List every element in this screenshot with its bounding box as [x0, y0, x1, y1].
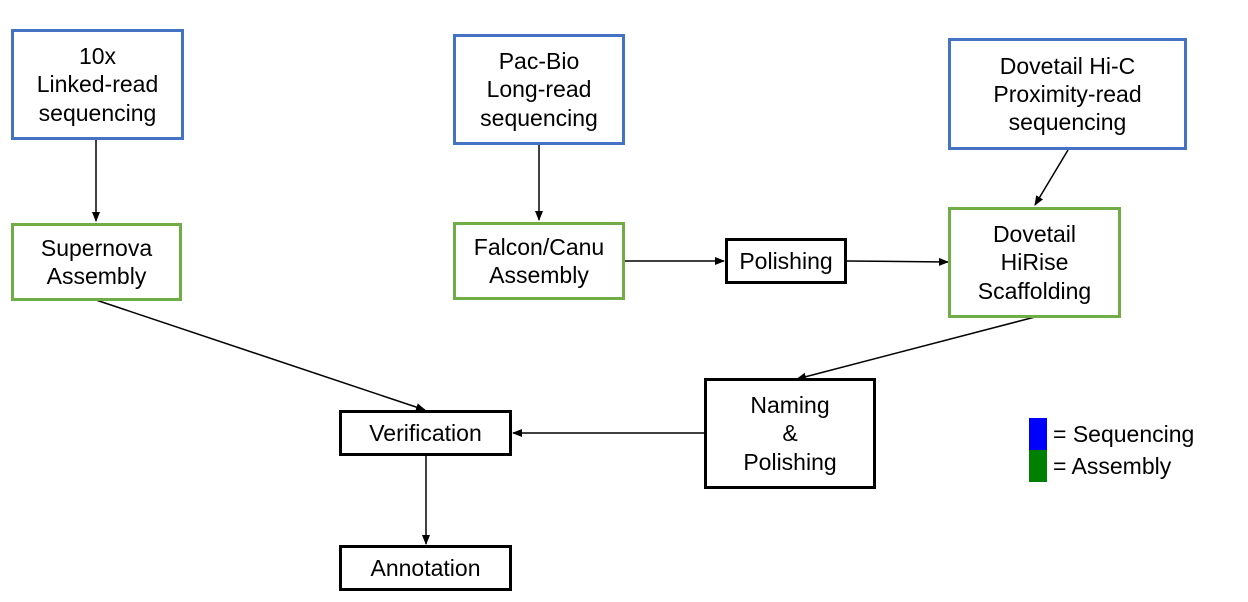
legend-sequencing-label: = Sequencing — [1053, 420, 1195, 447]
hic-sequencing-box: Dovetail Hi-C Proximity-read sequencing — [948, 38, 1187, 150]
arrow-hirise-to-naming — [796, 316, 1036, 381]
long-read-sequencing-box: Pac-Bio Long-read sequencing — [453, 34, 625, 145]
legend-assembly-label: = Assembly — [1053, 452, 1172, 479]
legend-assembly-swatch — [1029, 450, 1047, 482]
polishing-box: Polishing — [725, 238, 847, 284]
naming-polishing-box: Naming & Polishing — [704, 378, 876, 489]
falcon-canu-assembly-box: Falcon/Canu Assembly — [453, 222, 625, 300]
arrow-supernova-to-verification — [95, 299, 426, 411]
legend-sequencing: = Sequencing — [1029, 418, 1194, 450]
arrow-polishing-to-hirise — [846, 257, 949, 266]
supernova-assembly-box: Supernova Assembly — [11, 223, 182, 301]
verification-box: Verification — [339, 410, 512, 456]
linked-read-sequencing-box: 10x Linked-read sequencing — [11, 29, 184, 140]
annotation-box: Annotation — [339, 545, 512, 591]
legend-assembly: = Assembly — [1029, 450, 1171, 482]
legend-sequencing-swatch — [1029, 418, 1047, 450]
hirise-scaffolding-box: Dovetail HiRise Scaffolding — [948, 207, 1121, 318]
arrow-hic-to-hirise — [1034, 149, 1069, 206]
